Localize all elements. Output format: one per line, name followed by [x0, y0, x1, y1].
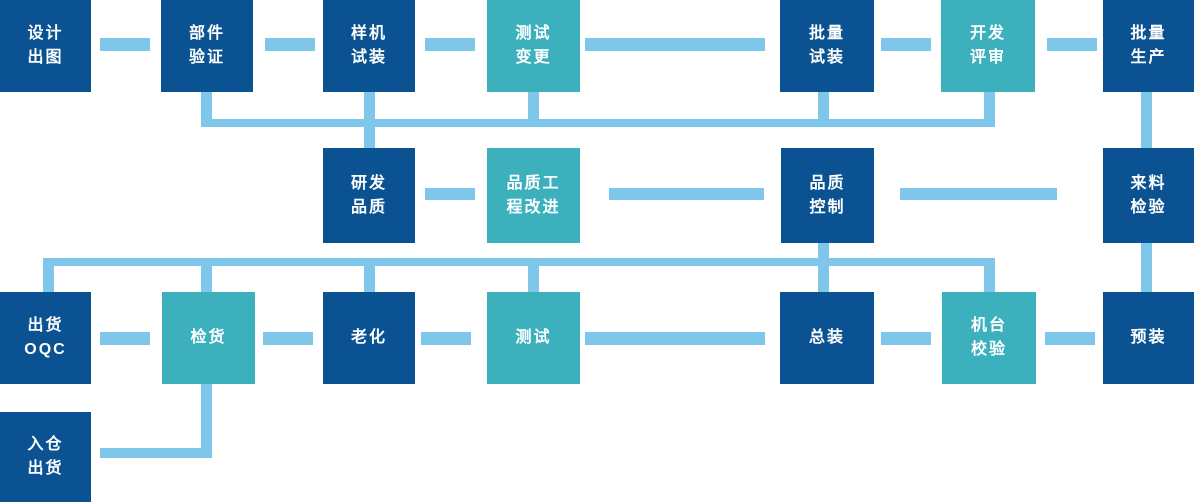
node-final-assembly: 总装 [780, 292, 874, 384]
node-label: 出图 [27, 49, 64, 66]
node-label: 批量 [808, 25, 845, 42]
node-label: 变更 [515, 49, 552, 66]
node-incoming-inspection: 来料检验 [1103, 148, 1194, 243]
node-label: 品质 [809, 174, 846, 192]
node-label: 研发 [350, 174, 387, 192]
node-label: 老化 [350, 329, 387, 346]
node-label: 机台 [970, 317, 1007, 334]
node-label: 品质 [350, 198, 387, 216]
dash-batchtrial-to-devreview [881, 38, 931, 51]
node-test-change: 测试变更 [487, 0, 580, 92]
node-label: 出货 [27, 460, 64, 477]
v-inspection-down [201, 384, 212, 458]
node-label: 程改进 [506, 198, 561, 216]
node-rd-quality: 研发品质 [323, 148, 415, 243]
node-label: 设计 [27, 25, 64, 42]
line-testing-to-finalassembly [585, 332, 765, 345]
line-qualitycontrol-to-incoming [900, 188, 1057, 200]
node-label: 测试 [515, 329, 552, 346]
node-label: 验证 [188, 49, 225, 66]
v-incoming-to-preassembly [1141, 243, 1152, 292]
node-mass-production: 批量生产 [1103, 0, 1194, 92]
node-label: 批量 [1130, 25, 1167, 42]
node-machine-calibration: 机台校验 [942, 292, 1036, 384]
v-qualitycontrol-to-finalassembly [818, 243, 829, 292]
node-label: 试装 [350, 49, 387, 66]
node-warehouse-shipment: 入仓出货 [0, 412, 91, 502]
node-quality-control: 品质控制 [781, 148, 874, 243]
v-devreview-to-bus1 [984, 92, 995, 127]
node-design-drawing: 设计出图 [0, 0, 91, 92]
v-component-to-bus1 [201, 92, 212, 127]
node-shipment-oqc: 出货 OQC [0, 292, 91, 384]
v-bus2-to-oqc [43, 258, 54, 292]
node-label: 开发 [969, 25, 1006, 42]
node-label: 预装 [1130, 329, 1167, 346]
node-label: 品质工 [506, 174, 561, 192]
node-quality-engineering-improvement: 品质工程改进 [487, 148, 580, 243]
v-bus2-to-inspection [201, 258, 212, 292]
node-label: 校验 [970, 341, 1007, 358]
node-goods-inspection: 检货 [162, 292, 255, 384]
dash-prototype-to-testchange [425, 38, 475, 51]
v-prototype-to-rdquality [364, 92, 375, 148]
node-prototype-trial-assembly: 样机试装 [323, 0, 415, 92]
dash-calibration-to-preassembly [1045, 332, 1095, 345]
node-label: 控制 [809, 198, 846, 216]
node-batch-trial-assembly: 批量试装 [780, 0, 874, 92]
bus-row1-to-row2 [201, 119, 995, 127]
node-label: 入仓 [27, 436, 64, 453]
node-development-review: 开发评审 [941, 0, 1035, 92]
node-label: 来料 [1130, 174, 1167, 192]
v-bus2-to-aging [364, 258, 375, 292]
dash-oqc-to-inspection [100, 332, 150, 345]
line-testchange-to-batchtrial [585, 38, 765, 51]
node-label: 检验 [1130, 198, 1167, 216]
node-label: 生产 [1130, 49, 1167, 66]
node-label: 评审 [969, 49, 1006, 66]
node-label: 检货 [190, 329, 227, 346]
node-pre-assembly: 预装 [1103, 292, 1194, 384]
v-bus2-to-calibration [984, 258, 995, 292]
dash-inspection-to-aging [263, 332, 313, 345]
node-label: 测试 [515, 25, 552, 42]
node-component-verification: 部件验证 [161, 0, 253, 92]
line-qei-to-qualitycontrol [609, 188, 764, 200]
v-bus2-to-testing [528, 258, 539, 292]
bus-row2-to-row3 [43, 258, 995, 266]
h-inspection-to-warehouse [100, 448, 212, 458]
dash-rdquality-to-qei [425, 188, 475, 200]
node-label: 部件 [188, 25, 225, 42]
node-label: 出货 [27, 317, 64, 334]
dash-aging-to-testing [421, 332, 471, 345]
node-label: 样机 [350, 25, 387, 42]
dash-devreview-to-massproduction [1047, 38, 1097, 51]
node-testing: 测试 [487, 292, 580, 384]
v-testchange-to-bus1 [528, 92, 539, 119]
dash-finalassembly-to-calibration [881, 332, 931, 345]
node-label: 总装 [808, 329, 845, 346]
node-label: OQC [24, 341, 67, 358]
dash-component-to-prototype [265, 38, 315, 51]
dash-design-to-component [100, 38, 150, 51]
v-massproduction-to-incoming [1141, 92, 1152, 148]
v-batchtrial-to-bus1 [818, 92, 829, 119]
node-label: 试装 [808, 49, 845, 66]
node-aging: 老化 [323, 292, 415, 384]
